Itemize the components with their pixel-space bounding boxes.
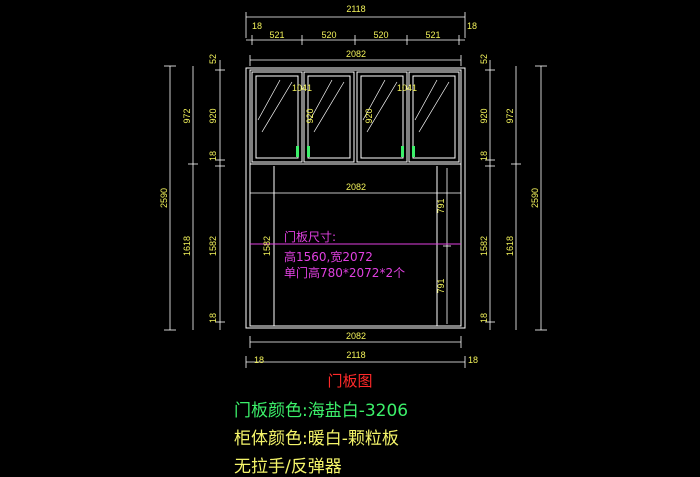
dim-left-lower: 1618 [182, 236, 192, 256]
dim-door-width-4: 521 [425, 30, 440, 40]
cabinet-outline [245, 67, 466, 329]
upper-door-2 [303, 71, 355, 163]
dim-upper-left-pair: 1041 [292, 83, 312, 93]
upper-cabinet-box [249, 69, 462, 165]
upper-door-1-glass [255, 75, 299, 159]
upper-door-4 [408, 71, 460, 163]
handle-spec: 无拉手/反弹器 [234, 457, 342, 477]
dim-lower-half-top: 791 [436, 198, 446, 213]
upper-doors [251, 71, 460, 163]
dim-bottom-left-gap: 18 [254, 355, 264, 365]
dim-right-bottom-gap: 18 [479, 313, 489, 323]
dim-right-lower-inner: 1582 [479, 236, 489, 256]
upper-door-2-glass [307, 75, 351, 159]
door-panel-size: 高1560,宽2072 [284, 249, 373, 264]
dim-bottom-right-gap: 18 [468, 355, 478, 365]
dim-left-lower-inner: 1582 [208, 236, 218, 256]
dim-top-total: 2118 [346, 4, 365, 14]
handle-icon [401, 146, 404, 157]
handle-icon [296, 146, 299, 157]
dim-right-upper: 972 [505, 108, 515, 123]
dim-right-lower: 1618 [505, 236, 515, 256]
upper-door-3 [356, 71, 408, 163]
dimension-lines [164, 12, 547, 368]
dim-upper-right-pair: 1041 [397, 83, 417, 93]
dim-top-right-gap: 18 [467, 21, 477, 31]
dim-door-width-1: 521 [269, 30, 284, 40]
dim-lower-half-bottom: 791 [436, 278, 446, 293]
dim-lower-inner-left: 1582 [262, 236, 272, 256]
dim-left-total: 2590 [159, 188, 169, 208]
cabinet-frame [245, 67, 466, 329]
lower-cabinet-box [249, 163, 462, 327]
dim-right-top-gap: 52 [479, 54, 489, 64]
dim-left-mid-gap: 18 [208, 151, 218, 161]
upper-door-4-glass [412, 75, 456, 159]
handle-icon [412, 146, 415, 157]
dim-right-total: 2590 [530, 188, 540, 208]
handle-icon [307, 146, 310, 157]
dim-left-top-gap: 52 [208, 54, 218, 64]
dim-left-upper-inner: 920 [208, 108, 218, 123]
dim-right-mid-gap: 18 [479, 151, 489, 161]
dim-middle-width: 2082 [346, 182, 366, 192]
dim-upper-door-height-right: 920 [364, 108, 374, 123]
dim-top-inner: 2082 [346, 49, 366, 59]
dim-left-bottom-gap: 18 [208, 313, 218, 323]
single-door-size: 单门高780*2072*2个 [284, 265, 405, 280]
door-color-spec: 门板颜色:海盐白-3206 [234, 401, 409, 421]
dim-bottom-total: 2118 [346, 350, 365, 360]
dim-left-upper: 972 [182, 108, 192, 123]
dim-door-width-2: 520 [321, 30, 336, 40]
dim-upper-door-height-left: 920 [305, 108, 315, 123]
door-panel-size-label: 门板尺寸: [284, 229, 336, 244]
glass-hatch [257, 79, 450, 133]
dim-right-upper-inner: 920 [479, 108, 489, 123]
dim-door-width-3: 520 [373, 30, 388, 40]
upper-door-3-glass [360, 75, 404, 159]
drawing-title: 门板图 [327, 372, 373, 390]
door-handles [296, 146, 415, 157]
dim-bottom-inner: 2082 [346, 331, 366, 341]
body-color-spec: 柜体颜色:暖白-颗粒板 [234, 429, 399, 449]
dim-top-left-gap: 18 [252, 21, 262, 31]
upper-door-1 [251, 71, 303, 163]
